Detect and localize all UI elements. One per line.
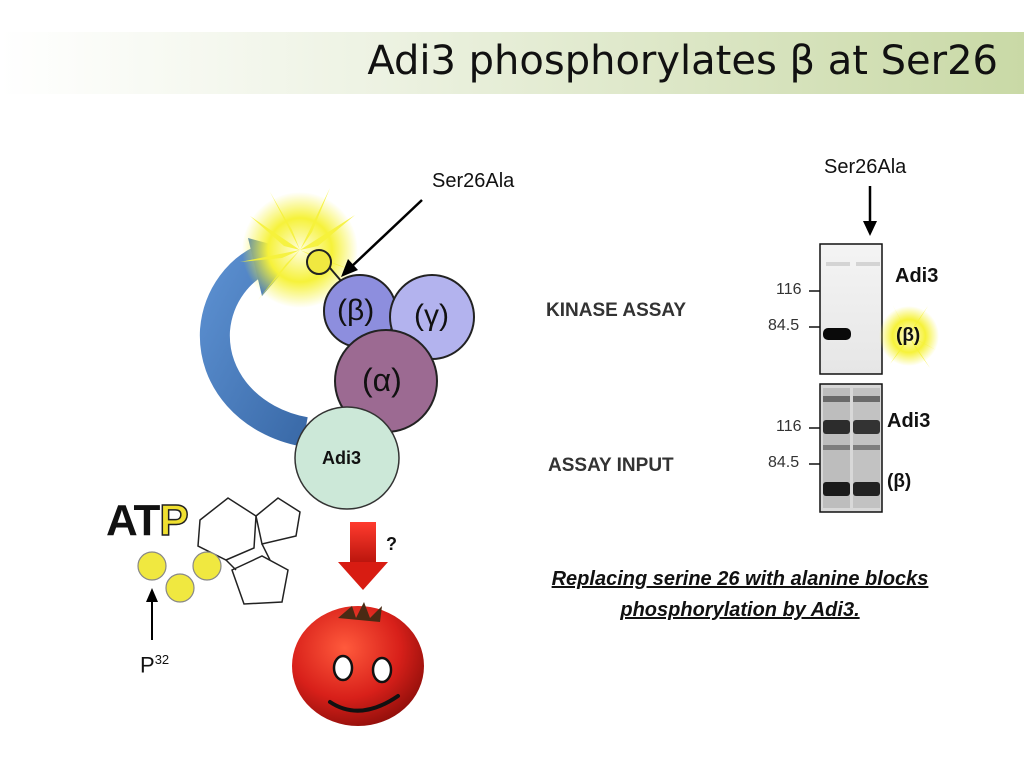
- adi3-protein: [294, 406, 400, 510]
- marker-116-bottom: 116: [776, 418, 802, 435]
- gamma-label: (γ): [414, 299, 449, 332]
- p32-sup: 32: [154, 652, 170, 667]
- gel-adi3-bottom: Adi3: [887, 410, 931, 432]
- phosphate-chain-icon: [137, 551, 222, 603]
- sunburst-icon: [240, 188, 358, 310]
- assay-input-label: ASSAY INPUT: [548, 455, 674, 476]
- atp-p: P: [159, 495, 190, 546]
- slide-title: Adi3 phosphorylates β at Ser26: [367, 38, 998, 84]
- caption-line-1: Replacing serine 26 with alanine blocks: [551, 568, 929, 590]
- question-mark: ?: [386, 534, 397, 554]
- gel-beta-top: (β): [896, 325, 921, 346]
- atp-label: ATP: [106, 495, 190, 546]
- title-bar: [0, 32, 1024, 94]
- marker-845-bottom: 84.5: [768, 454, 800, 471]
- atp-molecule-icon: [197, 497, 301, 605]
- ser26ala-label-left: Ser26Ala: [432, 170, 515, 192]
- atp-prefix: AT: [106, 496, 160, 545]
- phosphate-icon: [306, 249, 332, 275]
- p32-base: P: [140, 652, 155, 678]
- kinase-assay-label: KINASE ASSAY: [546, 300, 687, 321]
- gel-kinase-panel: [819, 243, 883, 375]
- caption-line-2: phosphorylation by Adi3.: [620, 599, 860, 621]
- p32-label: P32: [140, 652, 169, 678]
- marker-116-top: 116: [776, 281, 802, 298]
- ser26ala-label-right: Ser26Ala: [824, 156, 907, 178]
- gel-beta-bottom: (β): [887, 471, 912, 492]
- red-down-arrow-icon: [338, 522, 388, 590]
- adi3-label: Adi3: [322, 448, 362, 468]
- tomato-face-icon: [292, 602, 424, 726]
- gel-adi3-top: Adi3: [895, 265, 939, 287]
- beta-label: (β): [337, 294, 375, 327]
- sunburst-small-icon: [879, 304, 939, 368]
- marker-845-top: 84.5: [768, 317, 800, 334]
- gel-input-panel: [819, 383, 883, 513]
- alpha-label: (α): [362, 362, 402, 398]
